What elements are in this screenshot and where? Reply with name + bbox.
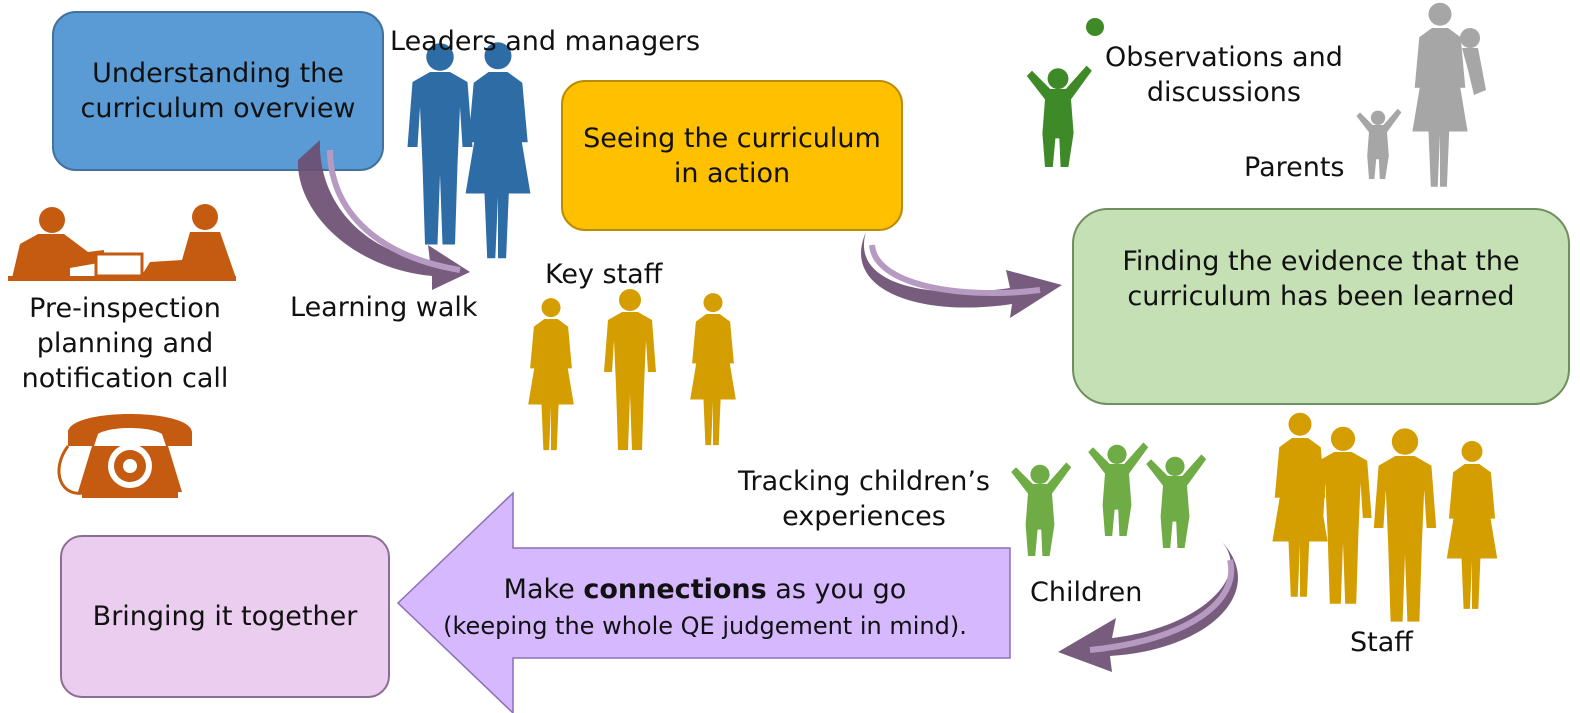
tracking-line: Tracking children’s — [738, 466, 990, 497]
pre-inspection-line: planning and — [36, 328, 214, 359]
finding-evidence-box: Finding the evidence that the curriculum … — [1072, 208, 1570, 405]
staff-icon — [1272, 412, 1498, 622]
children-icon — [1011, 442, 1207, 556]
label-pre-inspection: Pre-inspection planning and notification… — [10, 291, 240, 396]
connections-pre: Make — [503, 574, 584, 605]
tracking-line: experiences — [782, 501, 946, 532]
connections-post: as you go — [766, 574, 907, 605]
box-line: Seeing the curriculum — [583, 122, 881, 154]
curved-arrow-learning-walk — [297, 140, 470, 290]
label-leaders: Leaders and managers — [390, 26, 701, 57]
label-learning-walk: Learning walk — [290, 292, 478, 323]
bringing-together-box: Bringing it together — [60, 535, 390, 698]
child-with-ball-icon — [1026, 18, 1104, 167]
label-tracking: Tracking children’s experiences — [735, 464, 993, 534]
curved-arrow-children — [1058, 540, 1238, 672]
box-line: Bringing it together — [92, 601, 358, 632]
label-parents: Parents — [1244, 152, 1345, 183]
connections-subtext: (keeping the whole QE judgement in mind)… — [443, 612, 967, 640]
box-line: Understanding the — [92, 58, 344, 89]
label-staff: Staff — [1350, 627, 1413, 658]
label-key-staff: Key staff — [545, 259, 663, 290]
observations-line: Observations and — [1105, 42, 1343, 73]
connections-bold: connections — [583, 574, 767, 605]
connections-text: Make connections as you go (keeping the … — [395, 572, 1015, 644]
box-line: curriculum overview — [80, 93, 356, 124]
parents-icon — [1356, 2, 1486, 187]
box-line: in action — [673, 157, 791, 189]
telephone-icon — [57, 414, 192, 498]
meeting-icon — [8, 204, 236, 281]
key-staff-icon — [528, 289, 736, 451]
observations-line: discussions — [1146, 77, 1301, 108]
understanding-curriculum-box: Understanding the curriculum overview — [52, 11, 384, 171]
box-line: Finding the evidence that the — [1122, 246, 1520, 277]
pre-inspection-line: Pre-inspection — [29, 293, 221, 324]
label-observations: Observations and discussions — [1105, 40, 1343, 110]
label-children: Children — [1030, 577, 1143, 608]
leaders-icon — [407, 42, 531, 259]
curved-arrow-finding — [861, 232, 1062, 318]
box-line: curriculum has been learned — [1127, 281, 1515, 312]
pre-inspection-line: notification call — [21, 363, 229, 394]
